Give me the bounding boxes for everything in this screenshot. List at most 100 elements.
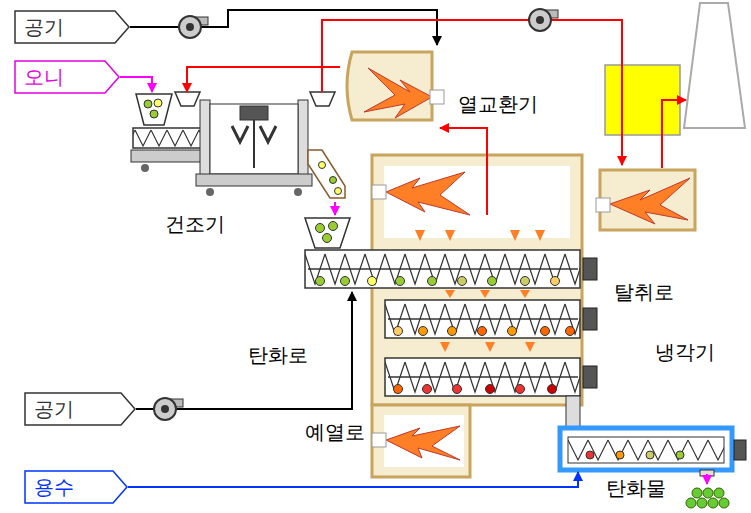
blower-fan [529,9,551,31]
deodorizer-drawing [610,178,690,224]
carbonizer-drawing [453,385,462,394]
dryer-drawing [141,164,149,172]
blower-fan [179,16,201,38]
carbonizer-drawing [385,358,580,396]
dryer-drawing [294,188,302,196]
carbonizer-drawing [316,277,325,286]
dryer-drawing [206,188,214,196]
equipment-label: 탈취로 [614,280,674,304]
input-tag: 공기 [14,10,130,44]
blower-fan [179,16,208,38]
flow-arrow [130,10,437,45]
carbonizer-drawing [308,268,578,270]
carbonizer-drawing [448,327,457,336]
carbonizer-drawing [388,376,578,378]
carbonizer-drawing [386,172,470,215]
carbonizer-drawing [423,385,432,394]
cooler-drawing [703,488,713,498]
flow-arrow [334,202,336,215]
carbonizer-drawing [541,327,550,336]
carbonizer-drawing [480,290,490,298]
carbonizer-drawing [396,277,405,286]
flow-arrow [136,292,352,409]
deodorizing-furnace: 탈취로 [592,165,702,233]
dryer-drawing [136,94,172,125]
input-tag: 오니 [14,60,120,94]
carbonizer-drawing [445,290,455,298]
equipment-label: 예열로 [305,420,365,444]
input-label: 오니 [24,65,64,89]
heat-exchanger-drawing [347,52,432,120]
input-label: 공기 [34,397,74,421]
heat-exchanger-drawing [364,68,432,118]
flow-arrow [187,67,340,92]
carbonizer-drawing [485,342,495,352]
cooler-unit: 냉각기 [558,425,735,472]
blower-fan [186,23,194,31]
cooler-drawing [560,428,746,508]
dryer-unit: 건조기 [132,92,347,202]
carbonizer-drawing [478,327,487,336]
dryer-drawing [200,100,210,180]
dryer-drawing [154,99,162,107]
input-label: 용수 [34,475,74,499]
stack-flue [662,100,686,168]
carbonizer-drawing [305,218,350,248]
carbonizer-drawing [419,327,428,336]
carbonizer-drawing [372,433,386,447]
carbonizer-drawing [341,277,350,286]
carbonizer-drawing [428,277,437,286]
carbonizer-drawing [394,385,403,394]
equipment-label: 건조기 [165,212,225,236]
cooler-drawing [646,451,654,459]
cooler-drawing [706,474,708,484]
heat-exchanger: 열교환기 [340,45,440,135]
deodorizer-drawing [596,170,695,230]
flow-arrow [120,77,152,92]
blower-fan [161,405,169,413]
carbonizer-drawing [305,155,597,477]
carbonizer-drawing [440,342,450,352]
carbonizer-drawing [458,277,467,286]
dryer-drawing [335,188,342,195]
deodorizer-drawing [600,170,695,230]
carbonizer-drawing [521,277,530,286]
dryer-drawing [131,92,345,198]
pentagon-outline [15,61,119,93]
carbonizer-drawing [488,277,497,286]
cooler-drawing [697,498,707,508]
dryer-drawing [144,100,152,108]
dryer-drawing [310,92,335,106]
input-tag: 용수 [24,470,128,504]
dryer-drawing [330,177,337,184]
carbonizer-drawing [535,230,545,241]
cooler-drawing [568,437,724,463]
carbonizer-drawing [368,277,377,286]
cooler-drawing [676,451,684,459]
pentagon-outline [15,11,129,43]
preheat-furnace: 예열로 [372,405,470,477]
carbonizer-drawing [583,258,597,280]
carbonizer-drawing [516,385,525,394]
carbonizer-drawing [583,308,597,330]
cooler-drawing [719,498,729,508]
heat-exchanger-drawing [430,90,444,104]
blower-fan [536,16,544,24]
dryer-drawing [175,92,200,106]
carbonizer-drawing [583,366,597,388]
cooler-drawing [692,488,702,498]
carbonizer-drawing [525,342,535,352]
carbonization-furnace: 탄화로 [300,215,582,292]
carbonizer-drawing [316,224,325,233]
input-label: 공기 [24,15,64,39]
carbonizer-drawing [508,327,517,336]
carbonizer-drawing [388,318,578,320]
carbonizer-drawing [329,222,338,231]
carbonizer-drawing [445,230,455,241]
cooler-drawing [586,451,594,459]
blower-fan [529,9,558,31]
carbonizer-drawing [323,234,332,243]
carbonizer-drawing [386,426,460,460]
stack-flue [662,100,686,168]
